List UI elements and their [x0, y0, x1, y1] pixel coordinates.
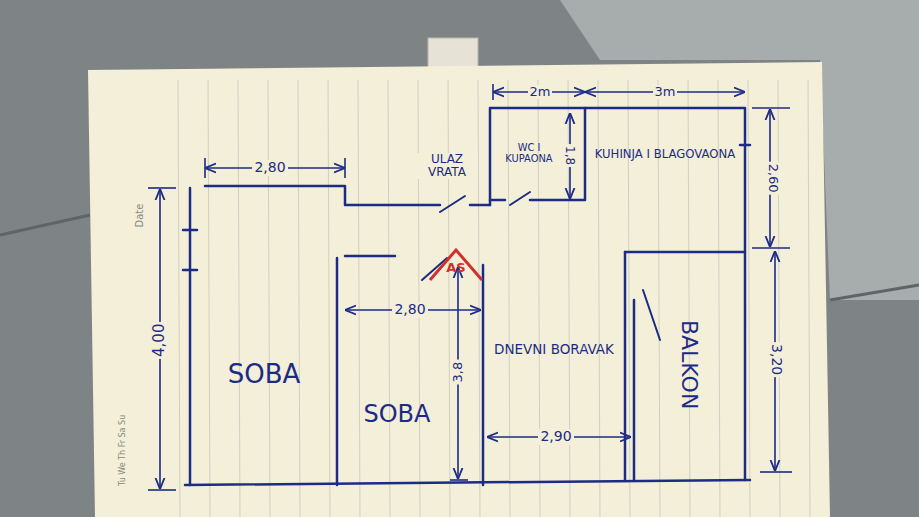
tile-joint — [0, 215, 90, 235]
bathroom-room: WC I KUPAONA — [494, 118, 564, 188]
dimension-label: 3m — [653, 85, 678, 99]
room-name: KUHINJA I BLAGOVAONA — [595, 148, 736, 161]
room-name: WC I KUPAONA — [494, 142, 564, 165]
dimension-label: 1,8 — [563, 144, 576, 167]
room-name: SOBA — [228, 360, 301, 390]
room-name: DNEVNI BORAVAK — [494, 342, 614, 358]
dimension-label: 2,90 — [538, 429, 573, 444]
bedroom-room: SOBA — [198, 300, 330, 450]
room-name: BALKON — [677, 320, 702, 409]
dimension-lines — [148, 84, 792, 490]
dimension-label: 3,20 — [769, 342, 784, 377]
binder-clip — [428, 38, 478, 68]
dimension-label: 2,80 — [392, 302, 427, 317]
living-room: DNEVNI BORAVAK — [492, 318, 616, 382]
dimension-label: ULAZ VRATA — [416, 153, 478, 179]
dimension-label: 4,00 — [152, 321, 169, 358]
notebook-print: Tu We Th Fr Sa Su — [120, 412, 129, 487]
dimension-label: 2,80 — [252, 160, 287, 175]
walls — [183, 108, 750, 485]
room-name: SOBA — [363, 401, 430, 429]
dimension-label: 2m — [528, 85, 553, 99]
dimension-label: 3,8 — [451, 360, 465, 385]
balcony-room: BALKON — [640, 260, 740, 470]
dimension-label: 2,60 — [765, 162, 779, 195]
notebook-print: Date — [135, 201, 146, 229]
ruled-lines — [178, 80, 810, 517]
tile-joint — [830, 285, 919, 300]
paper-sheet — [88, 62, 830, 517]
bedroom-room: SOBA — [343, 380, 451, 450]
watermark-logo: AS — [444, 261, 467, 275]
kitchen-room: KUHINJA I BLAGOVAONA — [592, 128, 738, 182]
watermark-roof — [430, 250, 482, 280]
